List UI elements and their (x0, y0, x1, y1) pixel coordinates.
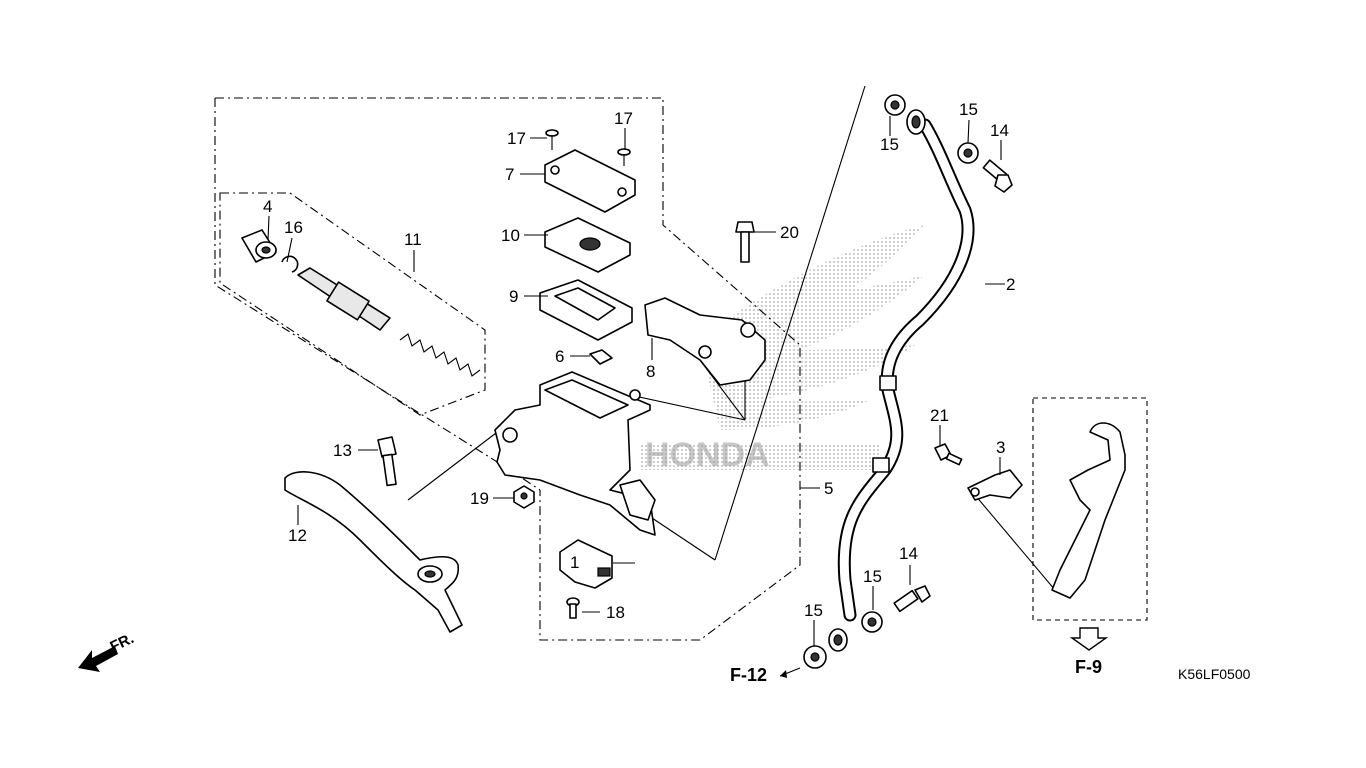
part-15-washer-d[interactable] (803, 645, 827, 669)
arrow-icon (780, 670, 787, 678)
callout-2[interactable]: 2 (1006, 275, 1015, 294)
front-label: FR. (108, 630, 137, 656)
callout-7[interactable]: 7 (505, 165, 514, 184)
diagram-code: K56LF0500 (1178, 666, 1251, 682)
part-12-brake-lever[interactable] (284, 471, 463, 633)
part-13-pivot-bolt[interactable] (377, 436, 397, 487)
part-2-brake-hose[interactable] (828, 109, 975, 652)
honda-watermark-text: HONDA (645, 436, 770, 474)
callout-16[interactable]: 16 (284, 218, 303, 237)
part-3-bracket[interactable] (1051, 422, 1126, 599)
callout-15-top-right[interactable]: 15 (959, 100, 978, 119)
callout-19[interactable]: 19 (470, 489, 489, 508)
ref-f9-label[interactable]: F-9 (1075, 657, 1102, 677)
callout-14-bottom[interactable]: 14 (899, 544, 918, 563)
honda-wing-watermark (640, 225, 925, 470)
master-cylinder-body[interactable] (494, 371, 656, 536)
callout-8[interactable]: 8 (646, 362, 655, 381)
ref-f12[interactable]: F-12 (730, 665, 801, 685)
front-direction-indicator: FR. (78, 630, 137, 672)
callout-4[interactable]: 4 (263, 197, 272, 216)
part-15-washer-c[interactable] (861, 611, 883, 633)
callout-20[interactable]: 20 (780, 223, 799, 242)
part-15-washer-b[interactable] (957, 142, 979, 164)
callout-6[interactable]: 6 (555, 347, 564, 366)
part-1-stop-switch[interactable] (559, 539, 613, 589)
callout-17-left[interactable]: 17 (507, 129, 526, 148)
callout-21[interactable]: 21 (930, 406, 949, 425)
front-arrow-icon (78, 646, 118, 672)
callout-15-bottom-right[interactable]: 15 (863, 567, 882, 586)
part-10-plate[interactable] (544, 217, 631, 273)
down-arrow-icon (1069, 627, 1109, 651)
part-11-piston-set[interactable] (297, 267, 481, 377)
part-14-bolt-b[interactable] (893, 585, 931, 613)
part-3-hose-clamp[interactable] (967, 469, 1023, 501)
part-17-screw-b[interactable] (617, 148, 631, 166)
spring (399, 333, 481, 377)
callouts: 1 2 3 4 5 6 7 8 9 10 11 12 13 14 14 15 1… (263, 100, 1015, 622)
ref-f9[interactable]: F-9 (1069, 627, 1109, 677)
callout-12[interactable]: 12 (288, 526, 307, 545)
callout-17-right[interactable]: 17 (614, 109, 633, 128)
part-7-reservoir-cap[interactable] (544, 149, 636, 213)
assembly-outline-3 (1032, 397, 1148, 621)
callout-18[interactable]: 18 (606, 603, 625, 622)
part-4-boot[interactable] (241, 229, 277, 263)
callout-13[interactable]: 13 (333, 441, 352, 460)
callout-5[interactable]: 5 (824, 479, 833, 498)
part-6-clip[interactable] (589, 349, 613, 365)
part-8-holder[interactable] (644, 297, 766, 386)
part-18-screw[interactable] (566, 597, 580, 619)
part-19-nut[interactable] (513, 485, 535, 509)
callout-15-bottom-left[interactable]: 15 (804, 601, 823, 620)
part-9-diaphragm[interactable] (539, 279, 633, 341)
part-21-bolt[interactable] (934, 443, 963, 466)
assembly-outline-11 (219, 192, 486, 416)
callout-3[interactable]: 3 (996, 438, 1005, 457)
part-17-screw-a[interactable] (545, 129, 559, 150)
callout-11[interactable]: 11 (404, 230, 422, 249)
part-16-circlip[interactable] (281, 255, 299, 273)
assembly-outline-5 (214, 97, 801, 641)
part-14-bolt-a[interactable] (982, 159, 1013, 193)
callout-14-top[interactable]: 14 (990, 121, 1009, 140)
callout-9[interactable]: 9 (509, 287, 518, 306)
callout-15-top-left[interactable]: 15 (880, 135, 899, 154)
callout-10[interactable]: 10 (501, 226, 520, 245)
callout-1[interactable]: 1 (570, 553, 579, 572)
part-15-washer-a[interactable] (884, 94, 906, 116)
part-20-bolt[interactable] (735, 221, 755, 263)
leader-lines (407, 85, 1056, 591)
ref-f12-label[interactable]: F-12 (730, 665, 767, 685)
callout-leaders (267, 116, 1005, 646)
